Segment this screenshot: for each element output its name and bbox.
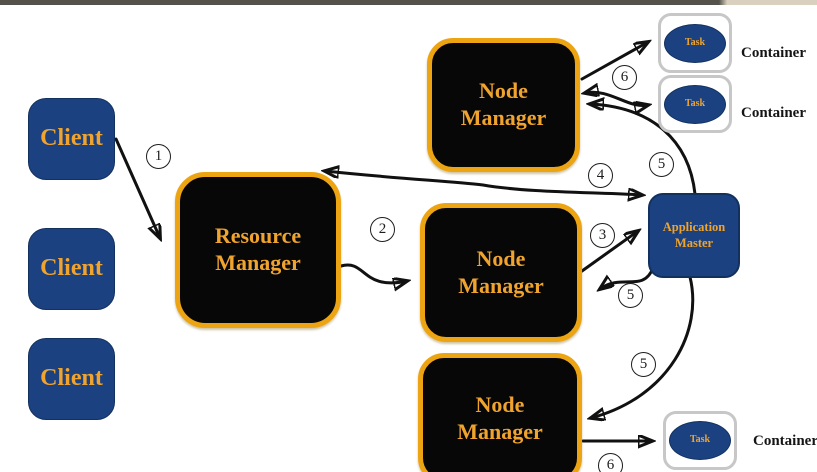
arrow-step3-nm2-to-am	[580, 231, 638, 273]
container-node-3: Task	[663, 411, 737, 470]
node-manager-node-2: Node Manager	[420, 203, 582, 342]
step-badge-5-bottom: 5	[631, 352, 656, 377]
arrow-step4-rm-am-bidirectional	[325, 171, 642, 195]
client-2-label: Client	[40, 255, 103, 282]
arrow-step6-nm1-to-container1	[580, 42, 648, 81]
node-manager-node-3: Node Manager	[418, 353, 582, 472]
node-manager-1-label: Node Manager	[460, 78, 547, 130]
client-node-3: Client	[28, 338, 115, 420]
client-node-1: Client	[28, 98, 115, 180]
client-1-label: Client	[40, 125, 103, 152]
arrow-step1-client-to-rm	[114, 137, 160, 238]
container-2-caption: Container	[741, 105, 806, 121]
resource-manager-label: Resource Manager	[214, 223, 302, 275]
node-manager-node-1: Node Manager	[427, 38, 580, 172]
step-badge-5-top: 5	[649, 152, 674, 177]
step-badge-4: 4	[588, 163, 613, 188]
resource-manager-node: Resource Manager	[175, 172, 341, 328]
step-badge-1: 1	[146, 144, 171, 169]
task-2-label: Task	[684, 97, 706, 109]
node-manager-3-label: Node Manager	[457, 391, 543, 444]
arrow-step2-rm-to-nm2	[339, 263, 407, 283]
application-master-node: Application Master	[648, 193, 740, 278]
node-manager-2-label: Node Manager	[458, 245, 544, 298]
task-ellipse-2: Task	[664, 84, 726, 124]
container-node-1: Task	[658, 13, 732, 73]
step-badge-2: 2	[370, 217, 395, 242]
client-3-label: Client	[40, 365, 103, 392]
application-master-label: Application Master	[662, 220, 726, 250]
arrow-step5-am-to-nm2	[600, 266, 655, 289]
container-1-caption: Container	[741, 45, 806, 61]
client-node-2: Client	[28, 228, 115, 310]
task-3-label: Task	[689, 434, 711, 446]
task-ellipse-1: Task	[664, 23, 726, 63]
task-1-label: Task	[684, 36, 706, 48]
window-top-bar	[0, 0, 817, 5]
container-3-caption: Container	[753, 433, 817, 449]
container-node-2: Task	[658, 75, 732, 133]
arrow-step5-am-to-nm3	[591, 275, 695, 418]
step-badge-6-top: 6	[612, 65, 637, 90]
step-badge-6-bottom: 6	[598, 453, 623, 472]
arrow-nm1-container2-bidirectional	[585, 92, 648, 105]
step-badge-3: 3	[590, 223, 615, 248]
step-badge-5-middle: 5	[618, 283, 643, 308]
task-ellipse-3: Task	[669, 421, 731, 460]
